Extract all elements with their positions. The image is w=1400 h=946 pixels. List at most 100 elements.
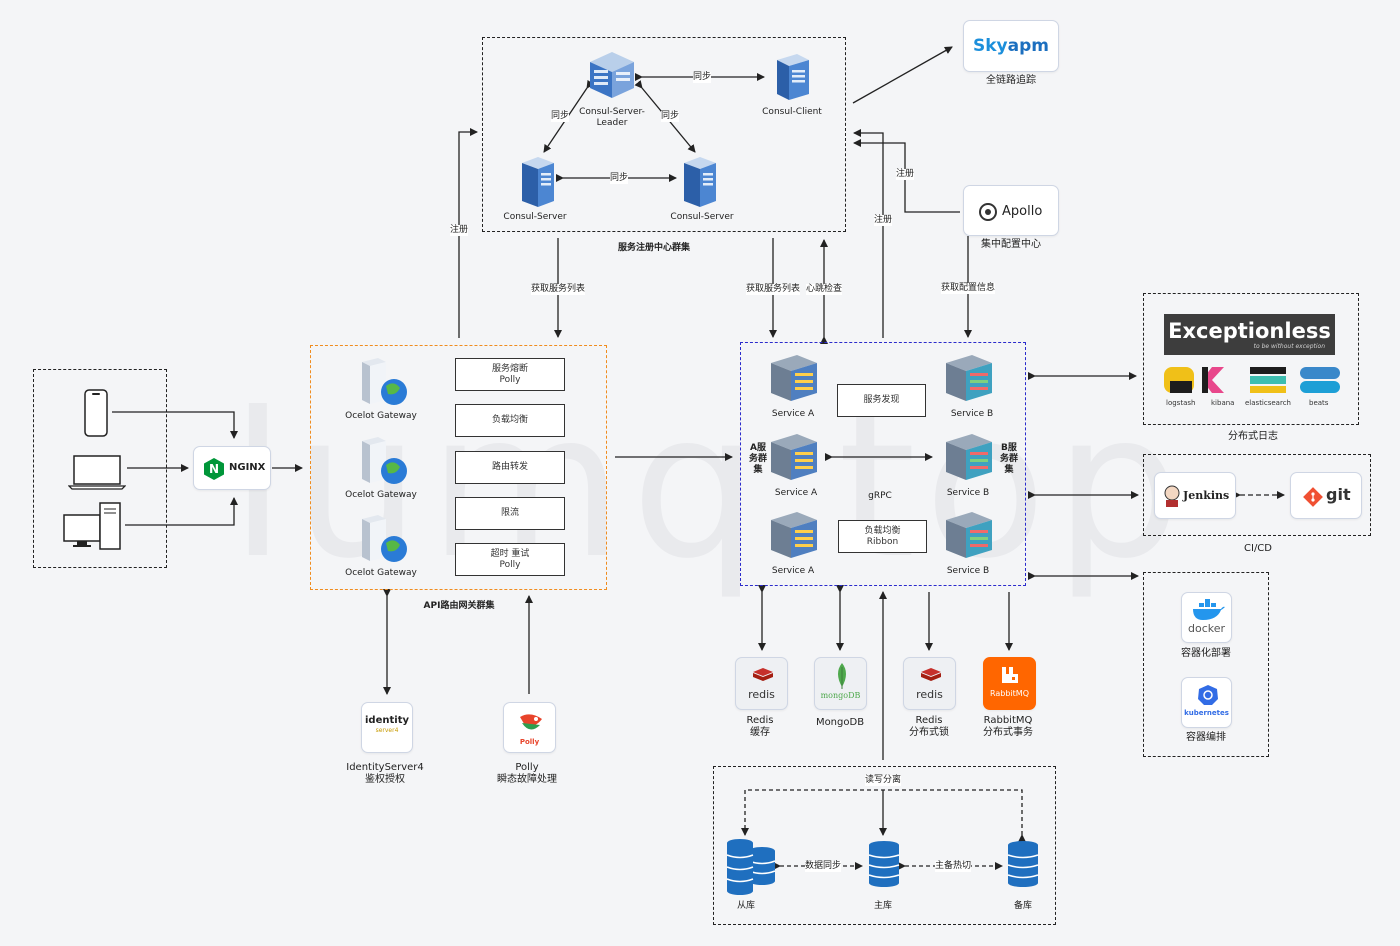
service-discovery-box: 服务发现 xyxy=(837,384,926,417)
phone-to-nginx-arrow xyxy=(112,411,238,439)
failover-label: 主备热切 xyxy=(934,861,972,872)
database-cluster-box xyxy=(713,766,1056,925)
ocelot-gateway-label-2: Ocelot Gateway xyxy=(345,490,417,500)
exceptionless-tagline: to be without exception xyxy=(1253,343,1325,350)
backup-db-label: 备库 xyxy=(1013,901,1033,911)
elk-item-elasticsearch: elasticsearch xyxy=(1245,399,1291,407)
registry-cluster-box xyxy=(482,37,846,232)
apollo-tile: Apollo xyxy=(963,185,1059,236)
service-a-label-3: Service A xyxy=(771,566,815,576)
docker-logo-text: docker xyxy=(1187,622,1226,635)
ocelot-gateway-server-icon-1 xyxy=(362,358,407,405)
exceptionless-logo-box: Exceptionless to be without exception xyxy=(1164,314,1335,355)
service-b-rack-icon-3 xyxy=(946,512,992,558)
backup-db-icon xyxy=(1007,841,1039,887)
rabbitmq-caption-1: RabbitMQ xyxy=(983,715,1033,726)
desktop-computer-icon xyxy=(63,502,121,550)
skyapm-logo: Skyapm xyxy=(973,36,1049,56)
redis-cache-logo: redis xyxy=(748,688,775,701)
apollo-caption: 集中配置中心 xyxy=(981,239,1041,250)
elk-stack-logo-icon xyxy=(1164,367,1340,393)
nginx-tile: N NGINX xyxy=(193,446,271,490)
consul-client-server-icon xyxy=(777,54,809,100)
consul-leader-server-icon xyxy=(590,52,634,98)
git-tile: git xyxy=(1290,472,1362,519)
register-label-apollo: 注册 xyxy=(895,169,915,180)
jenkins-tile: Jenkins xyxy=(1154,472,1236,519)
desktop-to-nginx-arrow xyxy=(125,497,238,526)
consul-leader-label: Consul-Server- Leader xyxy=(579,107,645,128)
docker-caption: 容器化部署 xyxy=(1181,648,1231,659)
skyapm-caption: 全链路追踪 xyxy=(986,75,1036,86)
client-devices-box xyxy=(33,369,167,568)
sync-label-left: 同步 xyxy=(550,111,570,122)
elk-item-beats: beats xyxy=(1309,399,1329,407)
service-a-rack-icon-2 xyxy=(771,434,817,480)
mongodb-caption: MongoDB xyxy=(815,717,865,728)
redis-lock-tile: redis xyxy=(903,657,956,710)
grpc-label: gRPC xyxy=(868,491,892,501)
consul-server-right-icon xyxy=(684,157,716,207)
feature-rate-limit: 限流 xyxy=(455,497,565,530)
sync-label-right: 同步 xyxy=(660,111,680,122)
polly-caption-2: 瞬态故障处理 xyxy=(497,774,557,785)
elk-item-logstash: logstash xyxy=(1166,399,1196,407)
consul-server-left-icon xyxy=(522,157,554,207)
identity-logo-text: identity xyxy=(365,715,409,726)
logging-box xyxy=(1143,293,1359,425)
rabbitmq-icon xyxy=(1002,667,1018,683)
docker-whale-icon xyxy=(1193,599,1225,620)
kubernetes-caption: 容器编排 xyxy=(1186,732,1226,743)
gateway-register-arrow xyxy=(458,128,478,338)
redis-cache-tile: redis xyxy=(735,657,788,710)
kubernetes-logo-text: kubernetes xyxy=(1184,709,1229,717)
mongodb-leaf-icon xyxy=(838,663,846,689)
service-b-rack-icon-2 xyxy=(946,434,992,480)
rabbitmq-tile: RabbitMQ xyxy=(983,657,1036,710)
consul-server-left-label: Consul-Server xyxy=(503,212,567,222)
logging-caption: 分布式日志 xyxy=(1228,431,1278,442)
apollo-logo: Apollo xyxy=(1002,204,1043,219)
polly-caption-1: Polly xyxy=(515,762,539,773)
identity-caption-1: IdentityServer4 xyxy=(346,762,424,773)
mobile-phone-icon xyxy=(84,389,108,437)
rabbitmq-caption-2: 分布式事务 xyxy=(983,727,1033,738)
service-b-rack-icon-1 xyxy=(946,355,992,401)
get-list-label-gateway: 获取服务列表 xyxy=(530,284,586,295)
redis-lock-caption-1: Redis xyxy=(915,715,943,726)
gateway-cluster-box xyxy=(310,345,607,590)
elk-item-kibana: kibana xyxy=(1211,399,1235,407)
service-group-b-label: B服 务群 集 xyxy=(999,443,1019,475)
master-db-icon xyxy=(868,841,900,887)
service-group-a-label: A服 务群 集 xyxy=(748,443,768,475)
slave-db-cluster-icon xyxy=(726,839,776,895)
gateway-cluster-title: API路由网关群集 xyxy=(423,601,495,611)
jenkins-logo-text: Jenkins xyxy=(1183,489,1230,502)
ocelot-gateway-server-icon-2 xyxy=(362,437,407,484)
registry-cluster-title: 服务注册中心群集 xyxy=(617,243,691,253)
to-skyapm-arrow xyxy=(852,46,953,104)
register-label-services: 注册 xyxy=(873,215,893,226)
cicd-box xyxy=(1143,454,1371,536)
git-logo-text: git xyxy=(1326,485,1351,504)
master-db-label: 主库 xyxy=(873,901,893,911)
ocelot-gateway-server-icon-3 xyxy=(362,515,407,562)
service-b-label-3: Service B xyxy=(946,566,990,576)
services-register-arrow xyxy=(853,129,884,338)
sync-label-bottom: 同步 xyxy=(609,173,629,184)
mongodb-logo: mongoDB xyxy=(820,691,861,700)
consul-client-label: Consul-Client xyxy=(762,107,822,117)
git-icon xyxy=(1303,487,1323,507)
mongodb-tile: mongoDB xyxy=(814,657,867,710)
service-a-label-2: Service A xyxy=(774,488,818,498)
get-config-label: 获取配置信息 xyxy=(940,283,996,294)
kubernetes-helm-icon xyxy=(1198,685,1218,705)
slave-db-label: 从库 xyxy=(736,901,756,911)
service-a-label-1: Service A xyxy=(771,409,815,419)
service-a-rack-icon-1 xyxy=(771,355,817,401)
kubernetes-tile: kubernetes xyxy=(1181,677,1232,728)
redis-lock-caption-2: 分布式锁 xyxy=(909,727,949,738)
service-b-label-1: Service B xyxy=(950,409,994,419)
